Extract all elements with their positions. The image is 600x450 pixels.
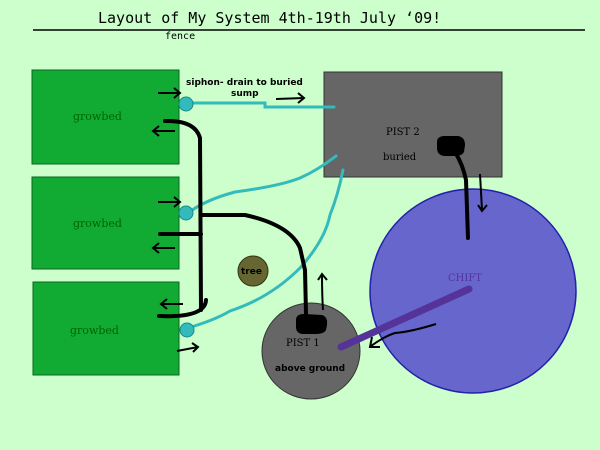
arrow-left-icon	[368, 323, 437, 348]
pist-1-note: above ground	[275, 364, 345, 374]
siphon-outlets	[178, 96, 195, 338]
pist-1-name: PIST 1	[286, 338, 320, 349]
growbed-3: growbed	[32, 281, 180, 376]
growbed-2: growbed	[31, 176, 180, 270]
pist-2-note: buried	[383, 152, 417, 163]
siphon-label: siphon- drain to buried	[186, 78, 303, 88]
siphon-label-sump: sump	[231, 89, 259, 99]
arrow-left-icon	[151, 242, 175, 254]
fence-label: fence	[165, 31, 195, 42]
diagram-title: Layout of My System 4th-19th July ‘09!	[98, 9, 441, 27]
feed-pipes	[157, 118, 470, 319]
arrow-right-icon	[158, 87, 182, 99]
pist-2-tank: PIST 2 buried	[323, 71, 503, 178]
arrow-right-icon	[158, 196, 182, 208]
arrow-up-icon	[317, 272, 328, 311]
growbed-label: growbed	[70, 324, 119, 337]
pump-icon	[296, 314, 328, 334]
siphon-outlet-icon	[178, 96, 194, 112]
arrow-down-icon	[477, 173, 488, 213]
arrow-right-icon	[176, 342, 200, 353]
tree-label: tree	[241, 267, 262, 277]
pist-2-name: PIST 2	[386, 127, 420, 138]
siphon-outlet-icon	[178, 205, 194, 221]
arrow-left-icon	[151, 125, 175, 137]
pist-1-tank: PIST 1 above ground	[261, 302, 361, 400]
purple-pipe	[337, 285, 473, 351]
chift-label: CHIFT	[448, 273, 482, 284]
arrow-right-icon	[275, 92, 306, 104]
arrow-left-icon	[159, 298, 183, 310]
siphon-pipes	[185, 101, 345, 330]
flow-arrows	[151, 87, 488, 353]
growbed-label: growbed	[73, 217, 122, 230]
tree: tree	[237, 255, 269, 287]
growbed-1: growbed	[31, 69, 180, 165]
pump-icon	[437, 136, 465, 156]
growbed-label: growbed	[73, 110, 122, 123]
chift-tank: CHIFT	[369, 188, 577, 394]
siphon-outlet-icon	[179, 322, 195, 338]
